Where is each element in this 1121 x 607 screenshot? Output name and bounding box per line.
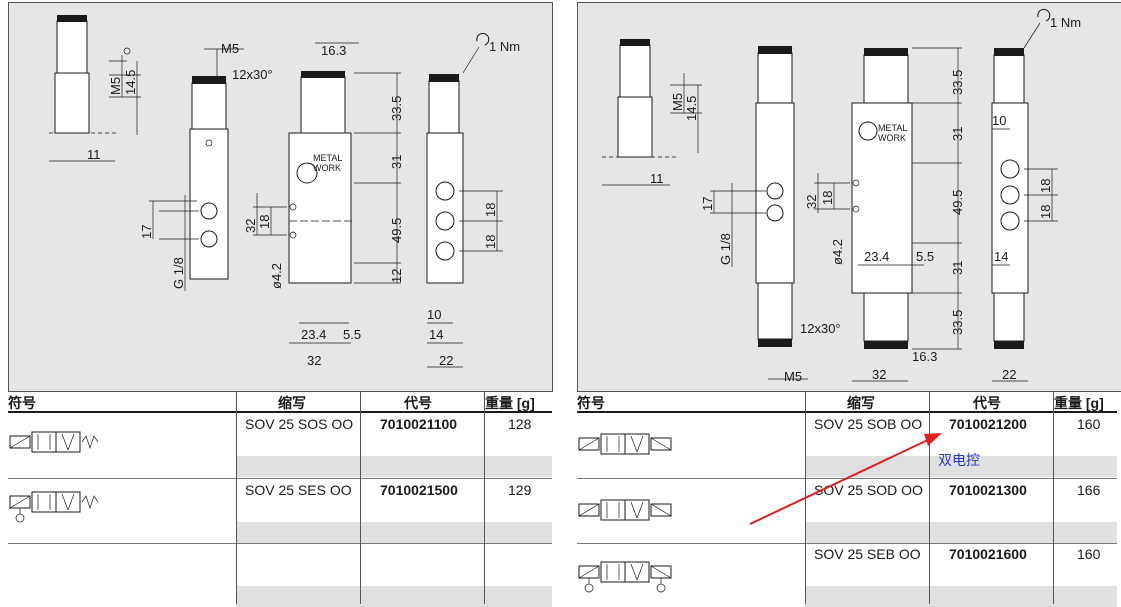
- dim-14-a: 14: [429, 327, 443, 342]
- dim-14-b: 14: [994, 249, 1008, 264]
- code-cell: 7010021100: [380, 416, 458, 432]
- dim-g18-a: G 1/8: [171, 257, 186, 289]
- weight-cell: 160: [1077, 546, 1101, 562]
- dim-31-c: 31: [950, 261, 965, 275]
- product-table-right: 符号 缩写 代号 重量 [g] SOV 25 SOB OO 7010021200…: [577, 392, 1121, 607]
- dim-18-c: 18: [483, 235, 498, 249]
- dim-d4-2-a: ø4.2: [269, 263, 284, 289]
- dim-11-a: 11: [87, 147, 101, 162]
- weight-cell: 129: [508, 482, 532, 498]
- dim-12-a: 12: [389, 269, 404, 283]
- header-code: 代号: [404, 395, 432, 411]
- dim-g18-b: G 1/8: [718, 233, 733, 265]
- dim-10-a: 10: [427, 307, 441, 322]
- dim-m5-a: M5: [108, 77, 123, 95]
- dim-5-5-b: 5.5: [916, 249, 934, 264]
- dim-17-a: 17: [139, 225, 154, 239]
- dim-23-4-b: 23.4: [864, 249, 889, 264]
- code-cell: 7010021500: [380, 482, 458, 498]
- header-weight: 重量 [g]: [485, 395, 535, 411]
- code-cell: 7010021200: [949, 416, 1027, 432]
- valve-symbol-icon: [9, 491, 99, 523]
- torque-label-a: 1 Nm: [489, 39, 520, 54]
- table-header: 符号 缩写 代号 重量 [g]: [8, 392, 552, 413]
- abbr-cell: SOV 25 SES OO: [245, 482, 352, 498]
- dim-18-b: 18: [483, 203, 498, 217]
- table-header: 符号 缩写 代号 重量 [g]: [577, 392, 1117, 413]
- dim-5-5-a: 5.5: [343, 327, 361, 342]
- product-table-left: 符号 缩写 代号 重量 [g] SOV 25 SOS OO 7010021100…: [8, 392, 552, 607]
- dim-49-5-b: 49.5: [950, 190, 965, 215]
- header-abbr: 缩写: [847, 395, 875, 411]
- dim-m5-b: M5: [221, 41, 239, 56]
- weight-cell: 160: [1077, 416, 1101, 432]
- dim-22-a: 22: [439, 353, 453, 368]
- dim-33-5-c: 33.5: [950, 310, 965, 335]
- dim-33-5-a: 33.5: [389, 96, 404, 121]
- abbr-cell: SOV 25 SEB OO: [814, 546, 921, 562]
- dim-14-5-b: 14.5: [684, 96, 699, 121]
- dim-10-b: 10: [992, 113, 1006, 128]
- dim-d4-2-b: ø4.2: [830, 239, 845, 265]
- dim-18-d: 18: [820, 191, 835, 205]
- weight-cell: 128: [508, 416, 532, 432]
- header-abbr: 缩写: [278, 395, 306, 411]
- dim-11-b: 11: [650, 171, 664, 186]
- dim-12x30-a: 12x30°: [232, 67, 273, 82]
- dim-23-4-a: 23.4: [301, 327, 326, 342]
- dim-31-b: 31: [950, 127, 965, 141]
- dim-16-3-a: 16.3: [321, 43, 346, 58]
- abbr-cell: SOV 25 SOS OO: [245, 416, 354, 432]
- left-technical-drawing: M5 14.5 11 M5 17 G 1/8 METAL WORK 16.3 1…: [49, 15, 520, 368]
- dim-16-3-b: 16.3: [912, 349, 937, 364]
- dim-32-b: 32: [307, 353, 321, 368]
- dim-18-f: 18: [1038, 205, 1053, 219]
- annotation-note: 双电控: [938, 452, 980, 468]
- dim-14-5-a: 14.5: [123, 70, 138, 95]
- right-technical-drawing: M5 14.5 11 17 G 1/8 M5 METAL WORK 33.5 3…: [602, 8, 1081, 384]
- logo-line1-a: METAL: [313, 153, 342, 163]
- dim-32-c: 32: [804, 195, 819, 209]
- valve-symbol-icon: [578, 499, 672, 521]
- dim-18-e: 18: [1038, 179, 1053, 193]
- torque-label-b: 1 Nm: [1050, 15, 1081, 30]
- code-cell: 7010021300: [949, 482, 1027, 498]
- dim-12x30-b: 12x30°: [800, 321, 841, 336]
- logo-line2-b: WORK: [878, 133, 906, 143]
- dim-33-5-b: 33.5: [950, 70, 965, 95]
- valve-symbol-icon: [578, 433, 672, 455]
- header-weight: 重量 [g]: [1054, 395, 1104, 411]
- dim-17-b: 17: [700, 197, 715, 211]
- weight-cell: 166: [1077, 482, 1101, 498]
- dim-18-a: 18: [257, 215, 272, 229]
- header-code: 代号: [973, 395, 1001, 411]
- dim-22-b: 22: [1002, 367, 1016, 382]
- abbr-cell: SOV 25 SOB OO: [814, 416, 923, 432]
- dim-32-d: 32: [872, 367, 886, 382]
- header-symbol: 符号: [577, 395, 605, 411]
- drawing-panel-left: M5 14.5 11 M5 17 G 1/8 METAL WORK 16.3 1…: [8, 2, 553, 392]
- dim-32-a: 32: [243, 219, 258, 233]
- abbr-cell: SOV 25 SOD OO: [814, 482, 923, 498]
- dim-m5-d: M5: [784, 369, 802, 384]
- logo-line1-b: METAL: [878, 123, 907, 133]
- header-symbol: 符号: [8, 395, 36, 411]
- logo-line2-a: WORK: [313, 163, 341, 173]
- dim-49-5-a: 49.5: [389, 218, 404, 243]
- valve-symbol-icon: [578, 561, 672, 593]
- code-cell: 7010021600: [949, 546, 1027, 562]
- dim-m5-c: M5: [670, 93, 685, 111]
- valve-symbol-icon: [9, 431, 99, 453]
- drawing-panel-right: M5 14.5 11 17 G 1/8 M5 METAL WORK 33.5 3…: [577, 2, 1121, 392]
- dim-31-a: 31: [389, 155, 404, 169]
